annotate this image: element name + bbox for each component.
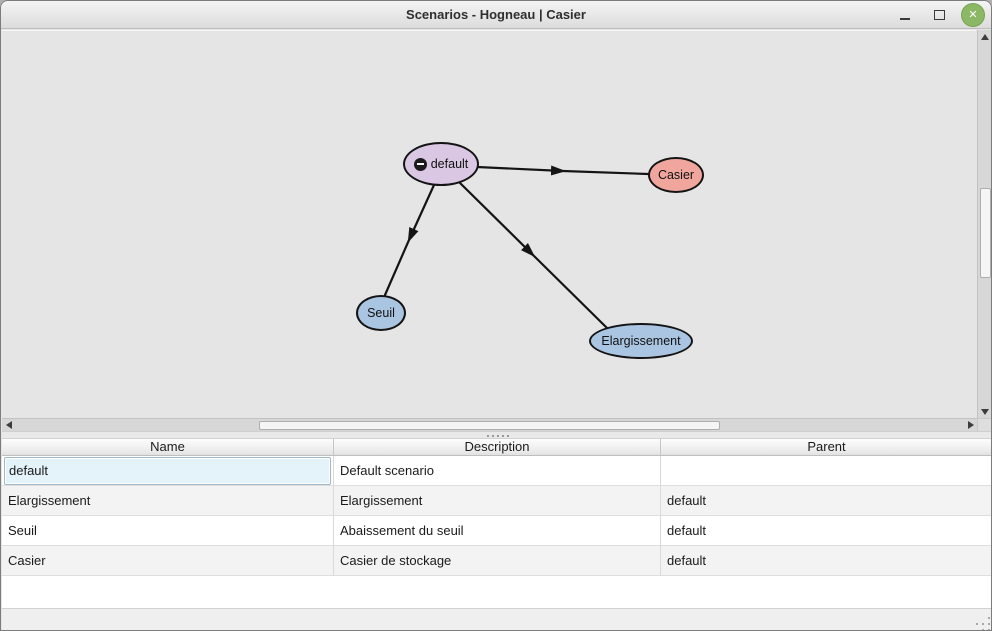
- scroll-left-button[interactable]: [2, 419, 15, 431]
- node-label-elargissement: Elargissement: [601, 334, 681, 348]
- maximize-icon: [933, 10, 945, 20]
- scroll-right-button[interactable]: [964, 419, 977, 431]
- scenario-graph-canvas[interactable]: default Casier Seuil Elargissement: [2, 30, 976, 418]
- scrollbar-corner: [977, 418, 991, 431]
- cell-parent[interactable]: default: [661, 546, 991, 576]
- node-label-default: default: [430, 157, 469, 171]
- graph-node-default[interactable]: default: [403, 142, 479, 186]
- graph-node-seuil[interactable]: Seuil: [356, 295, 406, 331]
- arrow-right-icon: [967, 421, 974, 429]
- column-header-name[interactable]: Name: [2, 438, 334, 456]
- resize-grip-icon[interactable]: [982, 623, 984, 625]
- cell-description[interactable]: Abaissement du seuil: [334, 516, 661, 546]
- cell-parent[interactable]: default: [661, 516, 991, 546]
- splitter-grip-icon: [497, 435, 499, 437]
- graph-node-elargissement[interactable]: Elargissement: [589, 323, 693, 359]
- node-label-casier: Casier: [657, 168, 695, 182]
- table-row-seuil[interactable]: Seuil Abaissement du seuil default: [2, 516, 991, 546]
- status-bar: [2, 608, 991, 630]
- cell-parent[interactable]: [661, 456, 991, 486]
- table-empty-area: [2, 576, 991, 608]
- cell-description[interactable]: Elargissement: [334, 486, 661, 516]
- table-header: Name Description Parent: [2, 438, 991, 456]
- maximize-button[interactable]: [927, 3, 951, 27]
- cell-description[interactable]: Casier de stockage: [334, 546, 661, 576]
- minimize-button[interactable]: [893, 3, 917, 27]
- titlebar[interactable]: Scenarios - Hogneau | Casier ✕: [1, 1, 991, 29]
- minus-circle-icon: [413, 157, 427, 171]
- cell-name[interactable]: Seuil: [2, 516, 334, 546]
- cell-name[interactable]: Casier: [2, 546, 334, 576]
- cell-description[interactable]: Default scenario: [334, 456, 661, 486]
- cell-name[interactable]: Elargissement: [2, 486, 334, 516]
- scroll-down-button[interactable]: [978, 405, 991, 418]
- graph-node-casier[interactable]: Casier: [648, 157, 704, 193]
- cell-parent[interactable]: default: [661, 486, 991, 516]
- window-controls: ✕: [893, 1, 985, 29]
- table-row-elargissement[interactable]: Elargissement Elargissement default: [2, 486, 991, 516]
- node-label-seuil: Seuil: [367, 306, 395, 320]
- graph-edges: [383, 165, 650, 330]
- arrow-left-icon: [5, 421, 12, 429]
- table-row-casier[interactable]: Casier Casier de stockage default: [2, 546, 991, 576]
- vertical-scrollbar[interactable]: [977, 30, 991, 418]
- window-title: Scenarios - Hogneau | Casier: [406, 7, 586, 22]
- minimize-icon: [900, 18, 910, 20]
- scroll-up-button[interactable]: [978, 30, 991, 43]
- column-header-parent[interactable]: Parent: [661, 438, 991, 456]
- close-button[interactable]: ✕: [961, 3, 985, 27]
- cell-name-editing[interactable]: default: [2, 456, 334, 486]
- arrow-up-icon: [981, 33, 989, 40]
- pane-splitter[interactable]: [2, 431, 991, 438]
- horizontal-scrollbar-thumb[interactable]: [259, 421, 720, 430]
- horizontal-scrollbar[interactable]: [2, 418, 977, 431]
- vertical-scrollbar-thumb[interactable]: [980, 188, 991, 278]
- table-row-default[interactable]: default Default scenario: [2, 456, 991, 486]
- arrow-down-icon: [981, 408, 989, 415]
- name-edit-field[interactable]: default: [4, 457, 331, 485]
- column-header-description[interactable]: Description: [334, 438, 661, 456]
